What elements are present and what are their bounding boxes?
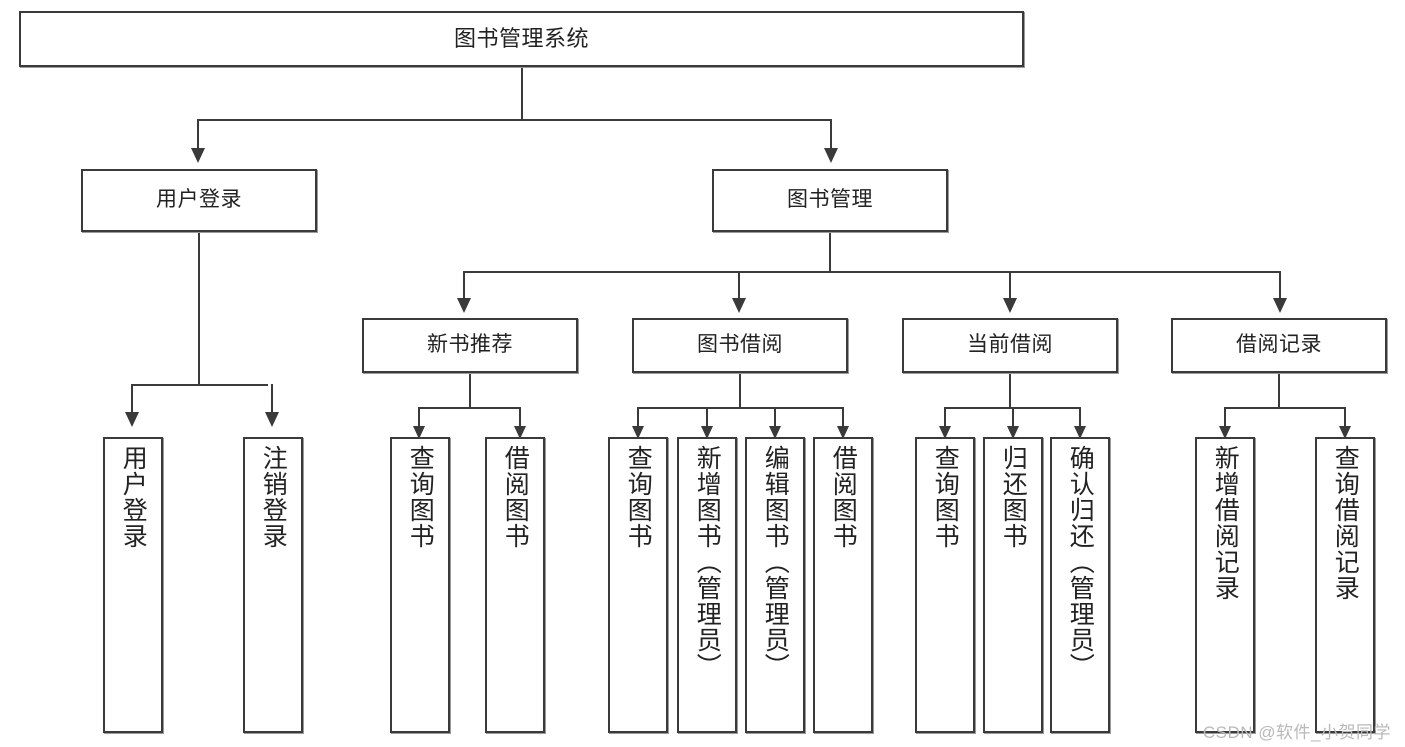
- arrow-bm-to-borrow-record: [1273, 298, 1287, 313]
- arrow-new-book-to-leaf-1: [514, 426, 526, 439]
- connector-user-login-bus: [131, 384, 268, 386]
- node-label: 用户登录: [156, 188, 242, 212]
- leaf-borrow-record-add[interactable]: 新增借阅记录: [1195, 437, 1255, 733]
- node-label: 用户登录: [119, 445, 148, 549]
- arrow-bm-to-book-borrow: [732, 298, 746, 313]
- node-label: 新书推荐: [427, 333, 513, 357]
- connector-root-to-book-management: [830, 119, 832, 149]
- arrow-bb-to-leaf-1: [701, 426, 713, 439]
- arrow-bb-to-leaf-3: [837, 426, 849, 439]
- node-label: 查询图书: [624, 445, 653, 549]
- arrow-cb-to-leaf-2: [1074, 426, 1086, 439]
- leaf-new-book-query[interactable]: 查询图书: [390, 437, 450, 733]
- connector-book-management-stem: [829, 232, 831, 272]
- leaf-book-borrow-query[interactable]: 查询图书: [608, 437, 668, 733]
- leaf-book-borrow-borrow[interactable]: 借阅图书: [813, 437, 873, 733]
- connector-current-borrow-stem: [1009, 373, 1011, 408]
- leaf-user-login-logout[interactable]: 注销登录: [243, 437, 303, 733]
- connector-bb-to-leaf-3: [842, 407, 844, 429]
- node-label: 借阅记录: [1236, 333, 1322, 357]
- node-label: 借阅图书: [829, 445, 858, 549]
- arrow-bm-to-new-book: [457, 298, 471, 313]
- connector-cb-to-leaf-2: [1079, 407, 1081, 429]
- arrow-root-to-user-login: [191, 148, 205, 163]
- node-label: 注销登录: [259, 445, 288, 549]
- connector-bb-to-leaf-1: [706, 407, 708, 429]
- arrow-br-to-leaf-0: [1219, 426, 1231, 439]
- node-label: 确认归还（管理员）: [1066, 445, 1095, 679]
- node-book-management[interactable]: 图书管理: [712, 169, 948, 232]
- node-label: 图书管理: [787, 188, 873, 212]
- node-label: 新增借阅记录: [1211, 445, 1240, 601]
- node-label: 新增图书（管理员）: [693, 445, 722, 679]
- connector-book-management-bus: [463, 271, 1280, 273]
- arrow-root-to-book-management: [824, 148, 838, 163]
- node-label: 查询借阅记录: [1331, 445, 1360, 601]
- leaf-book-borrow-add[interactable]: 新增图书（管理员）: [677, 437, 737, 733]
- arrow-user-login-to-leaf-0: [125, 412, 139, 427]
- leaf-user-login-login[interactable]: 用户登录: [103, 437, 163, 733]
- connector-borrow-record-bus: [1224, 407, 1346, 409]
- node-label: 借阅图书: [501, 445, 530, 549]
- leaf-book-borrow-edit[interactable]: 编辑图书（管理员）: [745, 437, 805, 733]
- connector-book-borrow-bus: [637, 407, 844, 409]
- node-user-login[interactable]: 用户登录: [81, 169, 317, 232]
- node-label: 查询图书: [931, 445, 960, 549]
- node-root-book-management-system[interactable]: 图书管理系统: [19, 11, 1024, 67]
- connector-user-login-to-leaf-1: [271, 384, 273, 413]
- arrow-bb-to-leaf-0: [632, 426, 644, 439]
- watermark-text: CSDN @软件_小贺同学: [1202, 723, 1391, 742]
- arrow-bb-to-leaf-2: [769, 426, 781, 439]
- node-label: 编辑图书（管理员）: [761, 445, 790, 679]
- leaf-current-borrow-confirm-return[interactable]: 确认归还（管理员）: [1050, 437, 1110, 733]
- connector-bm-to-borrow-record: [1279, 271, 1281, 299]
- connector-br-to-leaf-1: [1344, 407, 1346, 429]
- node-borrow-record[interactable]: 借阅记录: [1171, 318, 1387, 373]
- arrow-br-to-leaf-1: [1339, 426, 1351, 439]
- node-label: 图书借阅: [697, 333, 783, 357]
- connector-borrow-record-stem: [1278, 373, 1280, 408]
- node-label: 归还图书: [999, 445, 1028, 549]
- node-label: 查询图书: [406, 445, 435, 549]
- connector-bm-to-new-book: [463, 271, 465, 299]
- node-label: 图书管理系统: [453, 26, 589, 52]
- leaf-new-book-borrow[interactable]: 借阅图书: [485, 437, 545, 733]
- node-current-borrow[interactable]: 当前借阅: [902, 318, 1118, 373]
- leaf-current-borrow-return[interactable]: 归还图书: [983, 437, 1043, 733]
- connector-bm-to-book-borrow: [738, 271, 740, 299]
- connector-root-stem: [521, 67, 523, 120]
- connector-user-login-to-leaf-0: [131, 384, 133, 413]
- arrow-cb-to-leaf-0: [939, 426, 951, 439]
- connector-root-to-user-login: [197, 119, 199, 149]
- node-new-book-recommend[interactable]: 新书推荐: [362, 318, 578, 373]
- connector-bm-to-current-borrow: [1009, 271, 1011, 299]
- connector-new-book-to-leaf-1: [519, 407, 521, 429]
- connector-book-borrow-stem: [739, 373, 741, 408]
- arrow-new-book-to-leaf-0: [413, 426, 425, 439]
- node-label: 当前借阅: [967, 333, 1053, 357]
- connector-user-login-stem: [198, 232, 200, 385]
- connector-bb-to-leaf-0: [637, 407, 639, 429]
- connector-new-book-stem: [469, 373, 471, 408]
- arrow-bm-to-current-borrow: [1003, 298, 1017, 313]
- connector-bb-to-leaf-2: [774, 407, 776, 429]
- connector-br-to-leaf-0: [1224, 407, 1226, 429]
- arrow-user-login-to-leaf-1: [265, 412, 279, 427]
- arrow-cb-to-leaf-1: [1007, 426, 1019, 439]
- leaf-current-borrow-query[interactable]: 查询图书: [915, 437, 975, 733]
- connector-cb-to-leaf-0: [944, 407, 946, 429]
- node-book-borrow[interactable]: 图书借阅: [632, 318, 848, 373]
- leaf-borrow-record-query[interactable]: 查询借阅记录: [1315, 437, 1375, 733]
- connector-new-book-to-leaf-0: [418, 407, 420, 429]
- connector-root-bus: [197, 119, 832, 121]
- connector-cb-to-leaf-1: [1012, 407, 1014, 429]
- connector-new-book-bus: [418, 407, 521, 409]
